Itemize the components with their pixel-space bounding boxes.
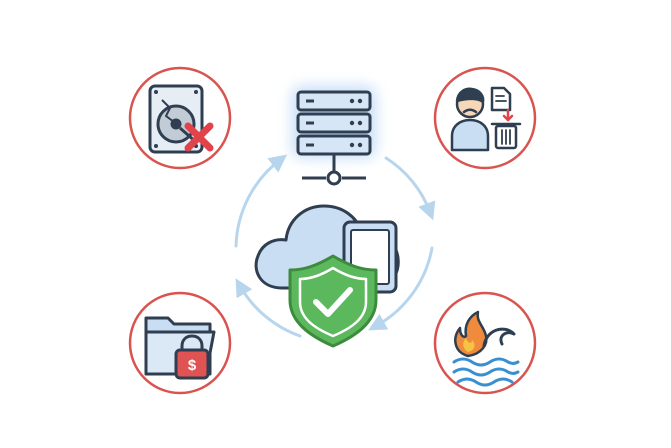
cycle-arrow-left xyxy=(234,154,288,248)
server-rack-icon xyxy=(292,86,376,186)
fire-flood-icon xyxy=(433,291,537,395)
circular-arrows-icon xyxy=(234,154,436,338)
padlock-icon: $ xyxy=(174,334,210,380)
delete-arrow-icon xyxy=(502,108,514,122)
cycle-arrow-bottom-right xyxy=(368,246,434,331)
user-deleted-file-icon xyxy=(433,66,537,170)
cycle-arrow-right xyxy=(384,156,436,221)
lock-dollar-symbol: $ xyxy=(188,357,197,374)
locked-folder-ransom-icon: $ xyxy=(128,291,232,395)
cycle-arrow-bottom-left xyxy=(235,278,302,338)
shield-check-icon xyxy=(288,254,378,348)
red-x-icon xyxy=(184,122,214,152)
wave-icon xyxy=(452,327,520,387)
broken-hard-drive-icon xyxy=(128,66,232,170)
